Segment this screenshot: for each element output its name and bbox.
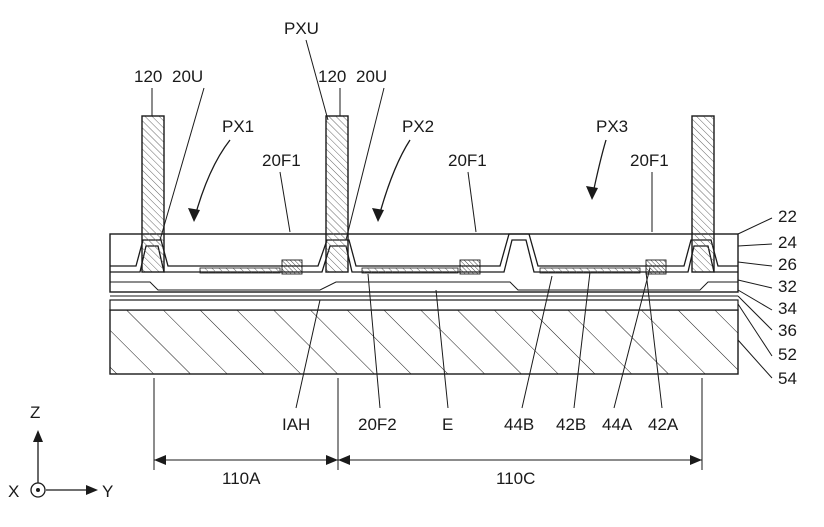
- label-20f1-px2: 20F1: [448, 151, 487, 170]
- electrode-px1: [199, 267, 281, 274]
- dimension-110c: [338, 455, 702, 465]
- label-layer-52: 52: [778, 345, 797, 364]
- label-iah: IAH: [282, 415, 310, 434]
- label-20u-middle: 20U: [356, 67, 387, 86]
- label-layer-24: 24: [778, 233, 797, 252]
- label-px1: PX1: [222, 117, 254, 136]
- label-layer-34: 34: [778, 299, 797, 318]
- label-110a: 110A: [222, 469, 261, 488]
- px3-arrow: [586, 139, 607, 200]
- label-layer-22: 22: [778, 207, 797, 226]
- label-layer-36: 36: [778, 321, 797, 340]
- label-42b: 42B: [556, 415, 586, 434]
- coordinate-axes: [30, 430, 98, 498]
- label-120-middle: 120: [318, 67, 346, 86]
- electrode-px2: [361, 267, 459, 274]
- label-20u-left: 20U: [172, 67, 203, 86]
- label-pxu: PXU: [284, 19, 319, 38]
- axis-label-z: Z: [30, 403, 40, 422]
- label-layer-26: 26: [778, 255, 797, 274]
- axis-label-y: Y: [102, 482, 113, 501]
- layer-52: [109, 299, 739, 311]
- label-20f1-px3: 20F1: [630, 151, 669, 170]
- label-42a: 42A: [648, 415, 679, 434]
- label-e: E: [442, 415, 453, 434]
- dimension-110a: [154, 455, 338, 465]
- contact-pad-2: [459, 259, 481, 275]
- px2-arrow: [372, 139, 411, 222]
- label-20f1-px1: 20F1: [262, 151, 301, 170]
- label-px3: PX3: [596, 117, 628, 136]
- bank-layer-32: [110, 281, 738, 291]
- px1-arrow: [188, 139, 231, 222]
- axis-label-x: X: [8, 482, 19, 501]
- pillar-120-right: [691, 115, 715, 273]
- contact-pad-1: [281, 259, 303, 275]
- label-layer-32: 32: [778, 277, 797, 296]
- label-44a: 44A: [602, 415, 633, 434]
- label-120-left: 120: [134, 67, 162, 86]
- label-px2: PX2: [402, 117, 434, 136]
- pillar-120-left: [141, 115, 165, 273]
- label-44b: 44B: [504, 415, 534, 434]
- substrate-layer-54: [109, 309, 739, 375]
- label-20f2: 20F2: [358, 415, 397, 434]
- label-layer-54: 54: [778, 369, 797, 388]
- label-110c: 110C: [496, 469, 535, 488]
- device-layer-stack: [109, 233, 739, 293]
- pillar-120-middle: [325, 115, 349, 273]
- contact-pad-3: [645, 259, 667, 275]
